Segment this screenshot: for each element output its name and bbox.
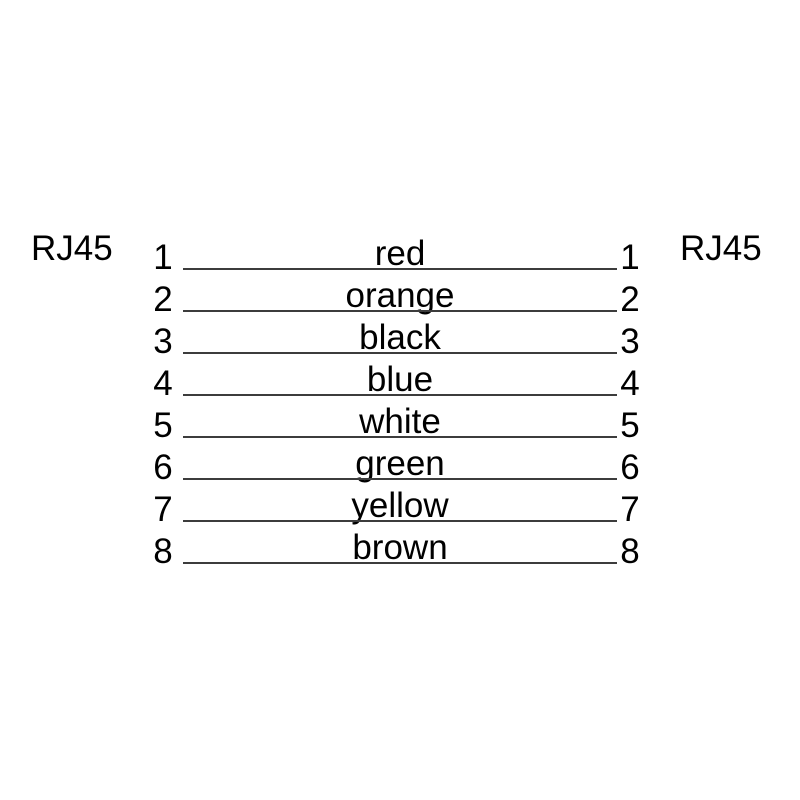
- pin-number-right: 5: [620, 406, 640, 445]
- wire-line: [183, 478, 617, 480]
- pin-number-right: 3: [620, 322, 640, 361]
- wire-line: [183, 394, 617, 396]
- pin-number-left: 1: [153, 238, 173, 277]
- wire-label: green: [355, 444, 445, 483]
- pin-row: 2 orange 2: [0, 278, 800, 324]
- pin-number-left: 2: [153, 280, 173, 319]
- pin-number-right: 4: [620, 364, 640, 403]
- pin-number-left: 8: [153, 532, 173, 571]
- wire-label: black: [359, 318, 441, 357]
- pin-number-left: 7: [153, 490, 173, 529]
- wire-label: white: [359, 402, 441, 441]
- pin-number-right: 6: [620, 448, 640, 487]
- pin-number-left: 5: [153, 406, 173, 445]
- pin-number-left: 3: [153, 322, 173, 361]
- pin-number-right: 2: [620, 280, 640, 319]
- wire-line: [183, 310, 617, 312]
- connector-label-right: RJ45: [680, 229, 762, 268]
- wire-line: [183, 562, 617, 564]
- wire-label: brown: [352, 528, 448, 567]
- pin-row: 4 blue 4: [0, 362, 800, 408]
- pin-row: 8 brown 8: [0, 530, 800, 576]
- pin-number-right: 7: [620, 490, 640, 529]
- wire-line: [183, 520, 617, 522]
- pin-row: 5 white 5: [0, 404, 800, 450]
- wire-line: [183, 436, 617, 438]
- pin-row: 3 black 3: [0, 320, 800, 366]
- pin-number-right: 8: [620, 532, 640, 571]
- pin-number-right: 1: [620, 238, 640, 277]
- connector-label-left: RJ45: [31, 229, 113, 268]
- pin-row: 6 green 6: [0, 446, 800, 492]
- pin-row: 7 yellow 7: [0, 488, 800, 534]
- wire-label: orange: [345, 276, 455, 315]
- wire-label: blue: [366, 360, 434, 399]
- wire-line: [183, 268, 617, 270]
- wire-label: yellow: [351, 486, 449, 525]
- pin-number-left: 4: [153, 364, 173, 403]
- wire-line: [183, 352, 617, 354]
- wire-label: red: [374, 234, 426, 273]
- pin-number-left: 6: [153, 448, 173, 487]
- pin-row: 1 red 1: [0, 236, 800, 282]
